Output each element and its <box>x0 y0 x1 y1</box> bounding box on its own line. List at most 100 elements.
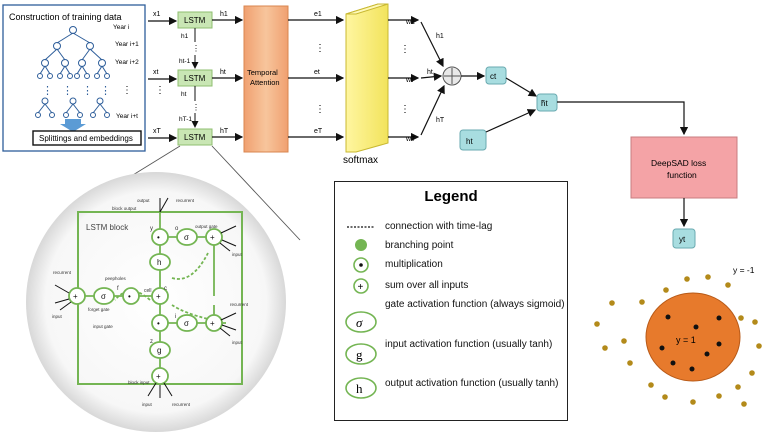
zoom-mult: • <box>157 233 160 242</box>
year-it: Year i+t <box>116 113 138 120</box>
sigma-icon <box>345 311 377 333</box>
eT: eT <box>314 128 323 135</box>
svg-text:⋮: ⋮ <box>42 85 53 97</box>
zoom-output-gate: output gate <box>195 224 218 229</box>
wt: wt <box>405 77 413 84</box>
e-ellipsis: ⋮ <box>315 104 325 115</box>
lstm-cell-1: LSTM <box>177 11 213 29</box>
legend-item-multiplication: multiplication <box>385 259 443 270</box>
zoom-z: z <box>150 339 153 345</box>
legend-title: Legend <box>424 188 478 205</box>
e1: e1 <box>314 11 322 18</box>
wT: wT <box>405 136 416 143</box>
input-ellipsis: ⋮ <box>155 85 165 96</box>
zoom-input-bottom: input <box>142 402 153 407</box>
zoom-sigma: σ <box>184 319 189 328</box>
zoom-input-right-top: input <box>232 252 243 257</box>
softmax-block: softmax <box>343 3 389 166</box>
loss-label-1: DeepSAD loss <box>651 158 706 168</box>
out-ht: ht <box>220 69 226 76</box>
zoom-mult: • <box>128 292 131 301</box>
yt-label: yt <box>679 235 686 244</box>
svg-text:⋮: ⋮ <box>100 85 111 97</box>
ct-box: ct <box>485 66 507 85</box>
loss-label-2: function <box>667 170 697 180</box>
year-ellipsis: ⋮ <box>122 85 132 96</box>
hypersphere: y = -1 y = 1 <box>594 265 762 407</box>
tree-ellipsis: ⋮ ⋮ ⋮ ⋮ <box>42 85 111 97</box>
zoom-output-top: output <box>137 198 150 203</box>
input-x1: x1 <box>153 11 161 18</box>
temporal-attention-block: Temporal Attention <box>243 5 289 153</box>
ht-tilde-label: h̃t <box>541 99 549 108</box>
zoom-input-gate: input gate <box>93 324 113 329</box>
training-data-panel: Construction of training data <box>2 4 146 152</box>
softmax-label: softmax <box>343 155 378 166</box>
energy-links: e1 et eT ⋮ ⋮ <box>288 11 345 142</box>
zoom-sum: + <box>156 292 161 301</box>
zoom-h: h <box>157 258 161 267</box>
year-i: Year i <box>113 24 129 31</box>
branch-point-icon <box>355 239 367 251</box>
whT: hT <box>436 117 445 124</box>
zoom-i: i <box>175 314 176 320</box>
legend-item-input-activation: input activation function (usually tanh) <box>385 339 553 350</box>
sphere-inside-label: y = 1 <box>676 335 696 345</box>
out-h1: h1 <box>220 11 228 18</box>
g-icon <box>345 343 377 365</box>
zoom-sigma: σ <box>101 292 106 301</box>
down-arrow-icon <box>60 119 86 132</box>
inside-points <box>659 314 722 372</box>
zoom-recurrent-top: recurrent <box>176 198 195 203</box>
svg-text:⋮: ⋮ <box>62 85 73 97</box>
sum-node <box>442 66 462 86</box>
legend-item-time-lag: connection with time-lag <box>385 221 493 232</box>
link-hT1: hT-1 <box>179 116 192 123</box>
g-symbol: g <box>356 347 363 362</box>
zoom-sum: + <box>210 319 215 328</box>
ct-label: ct <box>490 72 497 81</box>
weight-links: w1 wt wT ⋮ ⋮ h1 ht hT <box>388 15 445 143</box>
w-ellipsis: ⋮ <box>400 44 410 55</box>
link-ht1: ht-1 <box>179 58 191 65</box>
training-tree <box>35 26 110 118</box>
lstm-label: LSTM <box>184 16 206 25</box>
sum-symbol: + <box>358 282 364 293</box>
yt-box: yt <box>672 228 696 249</box>
h-icon <box>345 377 377 399</box>
out-hT: hT <box>220 128 229 135</box>
e-ellipsis: ⋮ <box>315 43 325 54</box>
legend-item-output-activation: output activation function (usually tanh… <box>385 378 559 389</box>
zoom-recurrent-right: recurrent <box>230 302 249 307</box>
zoom-recurrent-left: recurrent <box>53 270 72 275</box>
lstm-cell-T: LSTM <box>177 128 213 146</box>
zoom-cell: cell <box>144 288 152 294</box>
legend-item-gate-activation: gate activation function (always sigmoid… <box>385 299 565 310</box>
zoom-sum: + <box>210 233 215 242</box>
zoom-peepholes: peepholes <box>105 276 127 281</box>
et: et <box>314 69 320 76</box>
zoom-forget-gate: forget gate <box>88 307 110 312</box>
training-title: Construction of training data <box>9 12 122 22</box>
lstm-gap: ⋮ <box>192 44 200 53</box>
deepsad-loss-box: DeepSAD loss function <box>630 136 738 199</box>
wh1: h1 <box>436 33 444 40</box>
lstm-cell-t: LSTM <box>177 69 213 87</box>
zoom-y: y <box>150 226 153 232</box>
zoom-block-output: block output <box>112 206 137 211</box>
w1: w1 <box>405 19 415 26</box>
zoom-recurrent-bottom: recurrent <box>172 402 191 407</box>
lstm-label: LSTM <box>184 133 206 142</box>
attention-label-1: Temporal <box>247 68 278 77</box>
zoom-c: c <box>164 286 167 292</box>
zoom-block-input: block input <box>128 380 150 385</box>
svg-text:⋮: ⋮ <box>82 85 93 97</box>
split-label: Splittings and embeddings <box>39 134 133 143</box>
input-xT: xT <box>153 128 162 135</box>
year-i2: Year i+2 <box>115 59 139 66</box>
link-h1: h1 <box>181 33 189 40</box>
lstm-column: x1 xt xT ⋮ LSTM LSTM LSTM ⋮ ⋮ h1 ht-1 ht… <box>148 11 244 146</box>
legend-item-branching: branching point <box>385 240 454 251</box>
zoom-sum: + <box>156 372 161 381</box>
zoom-input-left: input <box>52 314 63 319</box>
